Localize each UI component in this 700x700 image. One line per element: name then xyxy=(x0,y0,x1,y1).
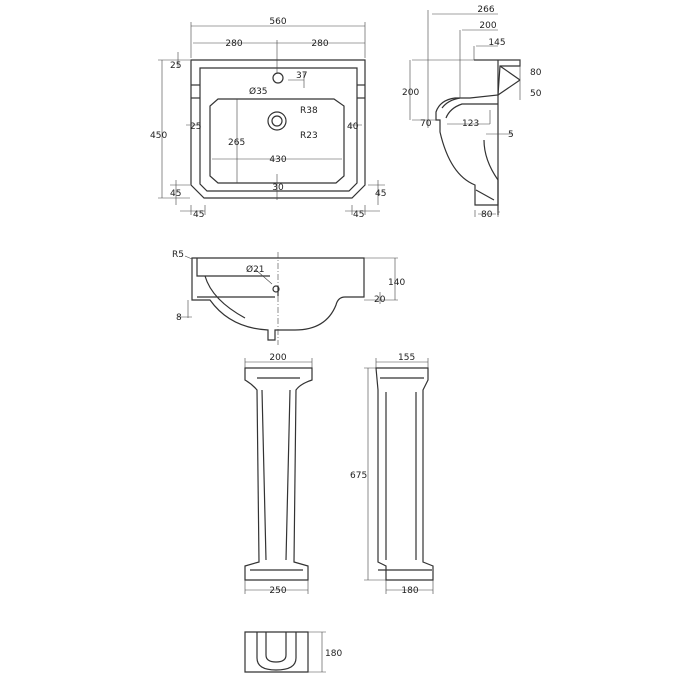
dim-25-top: 25 xyxy=(170,61,181,71)
pedestal-front-view: 200 250 xyxy=(244,353,313,596)
dim-560: 560 xyxy=(269,17,286,27)
dim-50: 50 xyxy=(530,89,542,99)
dim-45-left-v: 45 xyxy=(170,189,181,199)
dim-r38: R38 xyxy=(300,106,318,116)
basin-plan-view: 560 280 280 25 37 Ø35 R38 R23 25 40 265 … xyxy=(150,17,386,220)
dim-200-pedestal: 200 xyxy=(269,353,286,363)
dim-145: 145 xyxy=(488,38,505,48)
dim-123: 123 xyxy=(462,119,479,129)
dim-r5: R5 xyxy=(172,250,184,260)
dim-tap-hole: Ø35 xyxy=(249,86,268,97)
dim-265: 265 xyxy=(228,138,245,148)
dim-30: 30 xyxy=(272,183,284,193)
dim-280-right: 280 xyxy=(311,39,328,49)
dim-37: 37 xyxy=(296,71,307,81)
waste-outer xyxy=(267,111,287,131)
pedestal-plan-view: 180 xyxy=(244,631,342,673)
dim-180-side: 180 xyxy=(401,586,418,596)
dim-155: 155 xyxy=(398,353,415,363)
basin-front-view: R5 Ø21 140 20 8 xyxy=(172,250,405,345)
dim-250: 250 xyxy=(269,586,286,596)
dim-430: 430 xyxy=(269,155,286,165)
pedestal-side-view: 155 675 180 xyxy=(350,353,434,596)
dim-180-plan: 180 xyxy=(325,649,342,659)
dim-70: 70 xyxy=(420,119,432,129)
dim-450: 450 xyxy=(150,131,167,141)
waste-inner xyxy=(271,115,283,127)
dim-200-height: 200 xyxy=(402,88,419,98)
dim-45-left-h: 45 xyxy=(193,210,204,220)
dim-675: 675 xyxy=(350,471,367,481)
dim-280-left: 280 xyxy=(225,39,242,49)
dim-40-right: 40 xyxy=(347,122,359,132)
dim-5: 5 xyxy=(508,130,514,140)
basin-side-view: 266 200 145 200 80 50 70 123 5 80 xyxy=(402,5,542,220)
dim-overflow: Ø21 xyxy=(246,264,265,275)
dim-r23: R23 xyxy=(300,131,318,141)
tap-hole xyxy=(272,72,284,84)
dim-8: 8 xyxy=(176,313,182,323)
dim-80-base: 80 xyxy=(481,210,493,220)
dim-25-left: 25 xyxy=(190,122,201,132)
dim-45-right-h: 45 xyxy=(353,210,364,220)
dim-266: 266 xyxy=(477,5,494,15)
dim-20: 20 xyxy=(374,295,386,305)
dim-200-top: 200 xyxy=(479,21,496,31)
dim-80-top: 80 xyxy=(530,68,542,78)
dim-140: 140 xyxy=(388,278,405,288)
dim-45-right-v: 45 xyxy=(375,189,386,199)
